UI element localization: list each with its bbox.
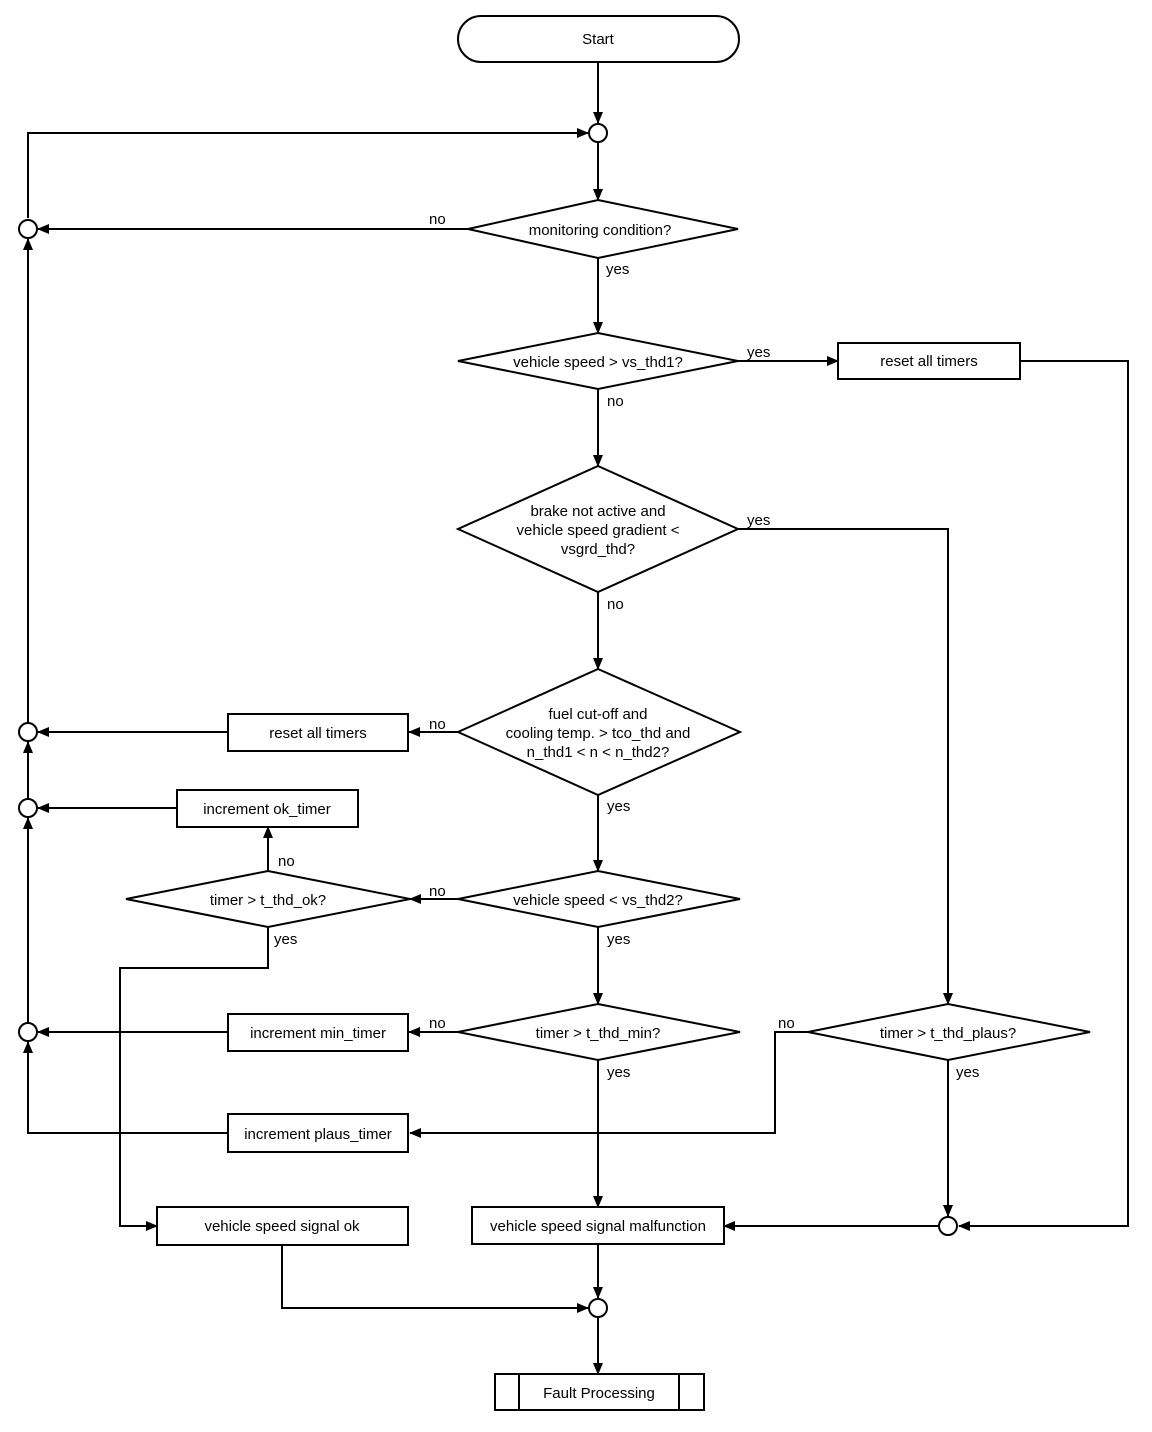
edge-labels: no yes yes no yes no no yes no yes no ye…: [274, 211, 979, 1081]
predefined-process-fault-processing: Fault Processing: [494, 1373, 705, 1411]
edge-label-monitoring-no: no: [429, 211, 446, 228]
edge-label-plaus-yes: yes: [956, 1064, 979, 1081]
decision-timer-min-label: timer > t_thd_min?: [536, 1025, 661, 1042]
decision-fuel-line3: n_thd1 < n < n_thd2?: [527, 744, 670, 761]
start-label: Start: [582, 31, 615, 48]
decision-monitoring-condition: monitoring condition?: [467, 198, 739, 260]
increment-min-label: increment min_timer: [250, 1025, 386, 1042]
process-vehicle-speed-signal-ok: vehicle speed signal ok: [156, 1206, 409, 1246]
join-node-left-monitoring: [18, 219, 38, 239]
increment-ok-label: increment ok_timer: [203, 801, 331, 818]
process-vehicle-speed-signal-malfunction: vehicle speed signal malfunction: [471, 1206, 725, 1245]
decision-fuel-cutoff: fuel cut-off and cooling temp. > tco_thd…: [455, 667, 743, 797]
edge-label-plaus-no: no: [778, 1015, 795, 1032]
edge-label-vs2-yes: yes: [607, 931, 630, 948]
edge-label-vs1-no: no: [607, 393, 624, 410]
join-node-top: [588, 123, 608, 143]
edge-label-brake-no: no: [607, 596, 624, 613]
reset-left-label: reset all timers: [269, 725, 367, 742]
decision-brake: brake not active and vehicle speed gradi…: [455, 464, 741, 594]
reset-right-label: reset all timers: [880, 353, 978, 370]
edge-label-fuel-no: no: [429, 716, 446, 733]
process-increment-ok-timer: increment ok_timer: [176, 789, 359, 828]
decision-vs2-label: vehicle speed < vs_thd2?: [513, 892, 683, 909]
process-reset-all-timers-left: reset all timers: [227, 713, 409, 752]
join-node-left-reset: [18, 722, 38, 742]
decision-timer-plaus-label: timer > t_thd_plaus?: [880, 1025, 1016, 1042]
decision-monitoring-label: monitoring condition?: [529, 222, 672, 239]
join-node-right-malfunction: [938, 1216, 958, 1236]
signal-ok-label: vehicle speed signal ok: [204, 1218, 360, 1235]
process-reset-all-timers-right: reset all timers: [837, 342, 1021, 380]
connectors: [23, 62, 1129, 1375]
join-node-bottom: [588, 1298, 608, 1318]
decision-timer-min: timer > t_thd_min?: [457, 1002, 741, 1062]
decision-vs-gt-thd1: vehicle speed > vs_thd1?: [457, 331, 739, 391]
process-increment-plaus-timer: increment plaus_timer: [227, 1113, 409, 1153]
edge-label-min-yes: yes: [607, 1064, 630, 1081]
join-nodes: [18, 123, 958, 1318]
decision-vs1-label: vehicle speed > vs_thd1?: [513, 354, 683, 371]
join-node-left-ok: [18, 798, 38, 818]
signal-malfunction-label: vehicle speed signal malfunction: [490, 1218, 706, 1235]
edge-label-brake-yes: yes: [747, 512, 770, 529]
fault-processing-label: Fault Processing: [543, 1385, 655, 1402]
join-node-left-min: [18, 1022, 38, 1042]
edge-label-vs1-yes: yes: [747, 344, 770, 361]
edge-label-fuel-yes: yes: [607, 798, 630, 815]
increment-plaus-label: increment plaus_timer: [244, 1126, 392, 1143]
decision-fuel-line2: cooling temp. > tco_thd and: [506, 725, 691, 742]
decision-timer-ok-label: timer > t_thd_ok?: [210, 892, 326, 909]
edge-label-ok-yes: yes: [274, 931, 297, 948]
decision-brake-line1: brake not active and: [530, 503, 665, 520]
decision-brake-line2: vehicle speed gradient <: [516, 522, 679, 539]
edge-label-monitoring-yes: yes: [606, 261, 629, 278]
edge-label-ok-no: no: [278, 853, 295, 870]
start-terminal: Start: [457, 15, 740, 63]
decision-timer-plaus: timer > t_thd_plaus?: [807, 1002, 1091, 1062]
edge-label-vs2-no: no: [429, 883, 446, 900]
decision-timer-ok: timer > t_thd_ok?: [125, 869, 411, 929]
decision-brake-line3: vsgrd_thd?: [561, 541, 635, 558]
edge-label-min-no: no: [429, 1015, 446, 1032]
decision-fuel-line1: fuel cut-off and: [549, 706, 648, 723]
process-increment-min-timer: increment min_timer: [227, 1013, 409, 1052]
decision-vs-lt-thd2: vehicle speed < vs_thd2?: [457, 869, 741, 929]
